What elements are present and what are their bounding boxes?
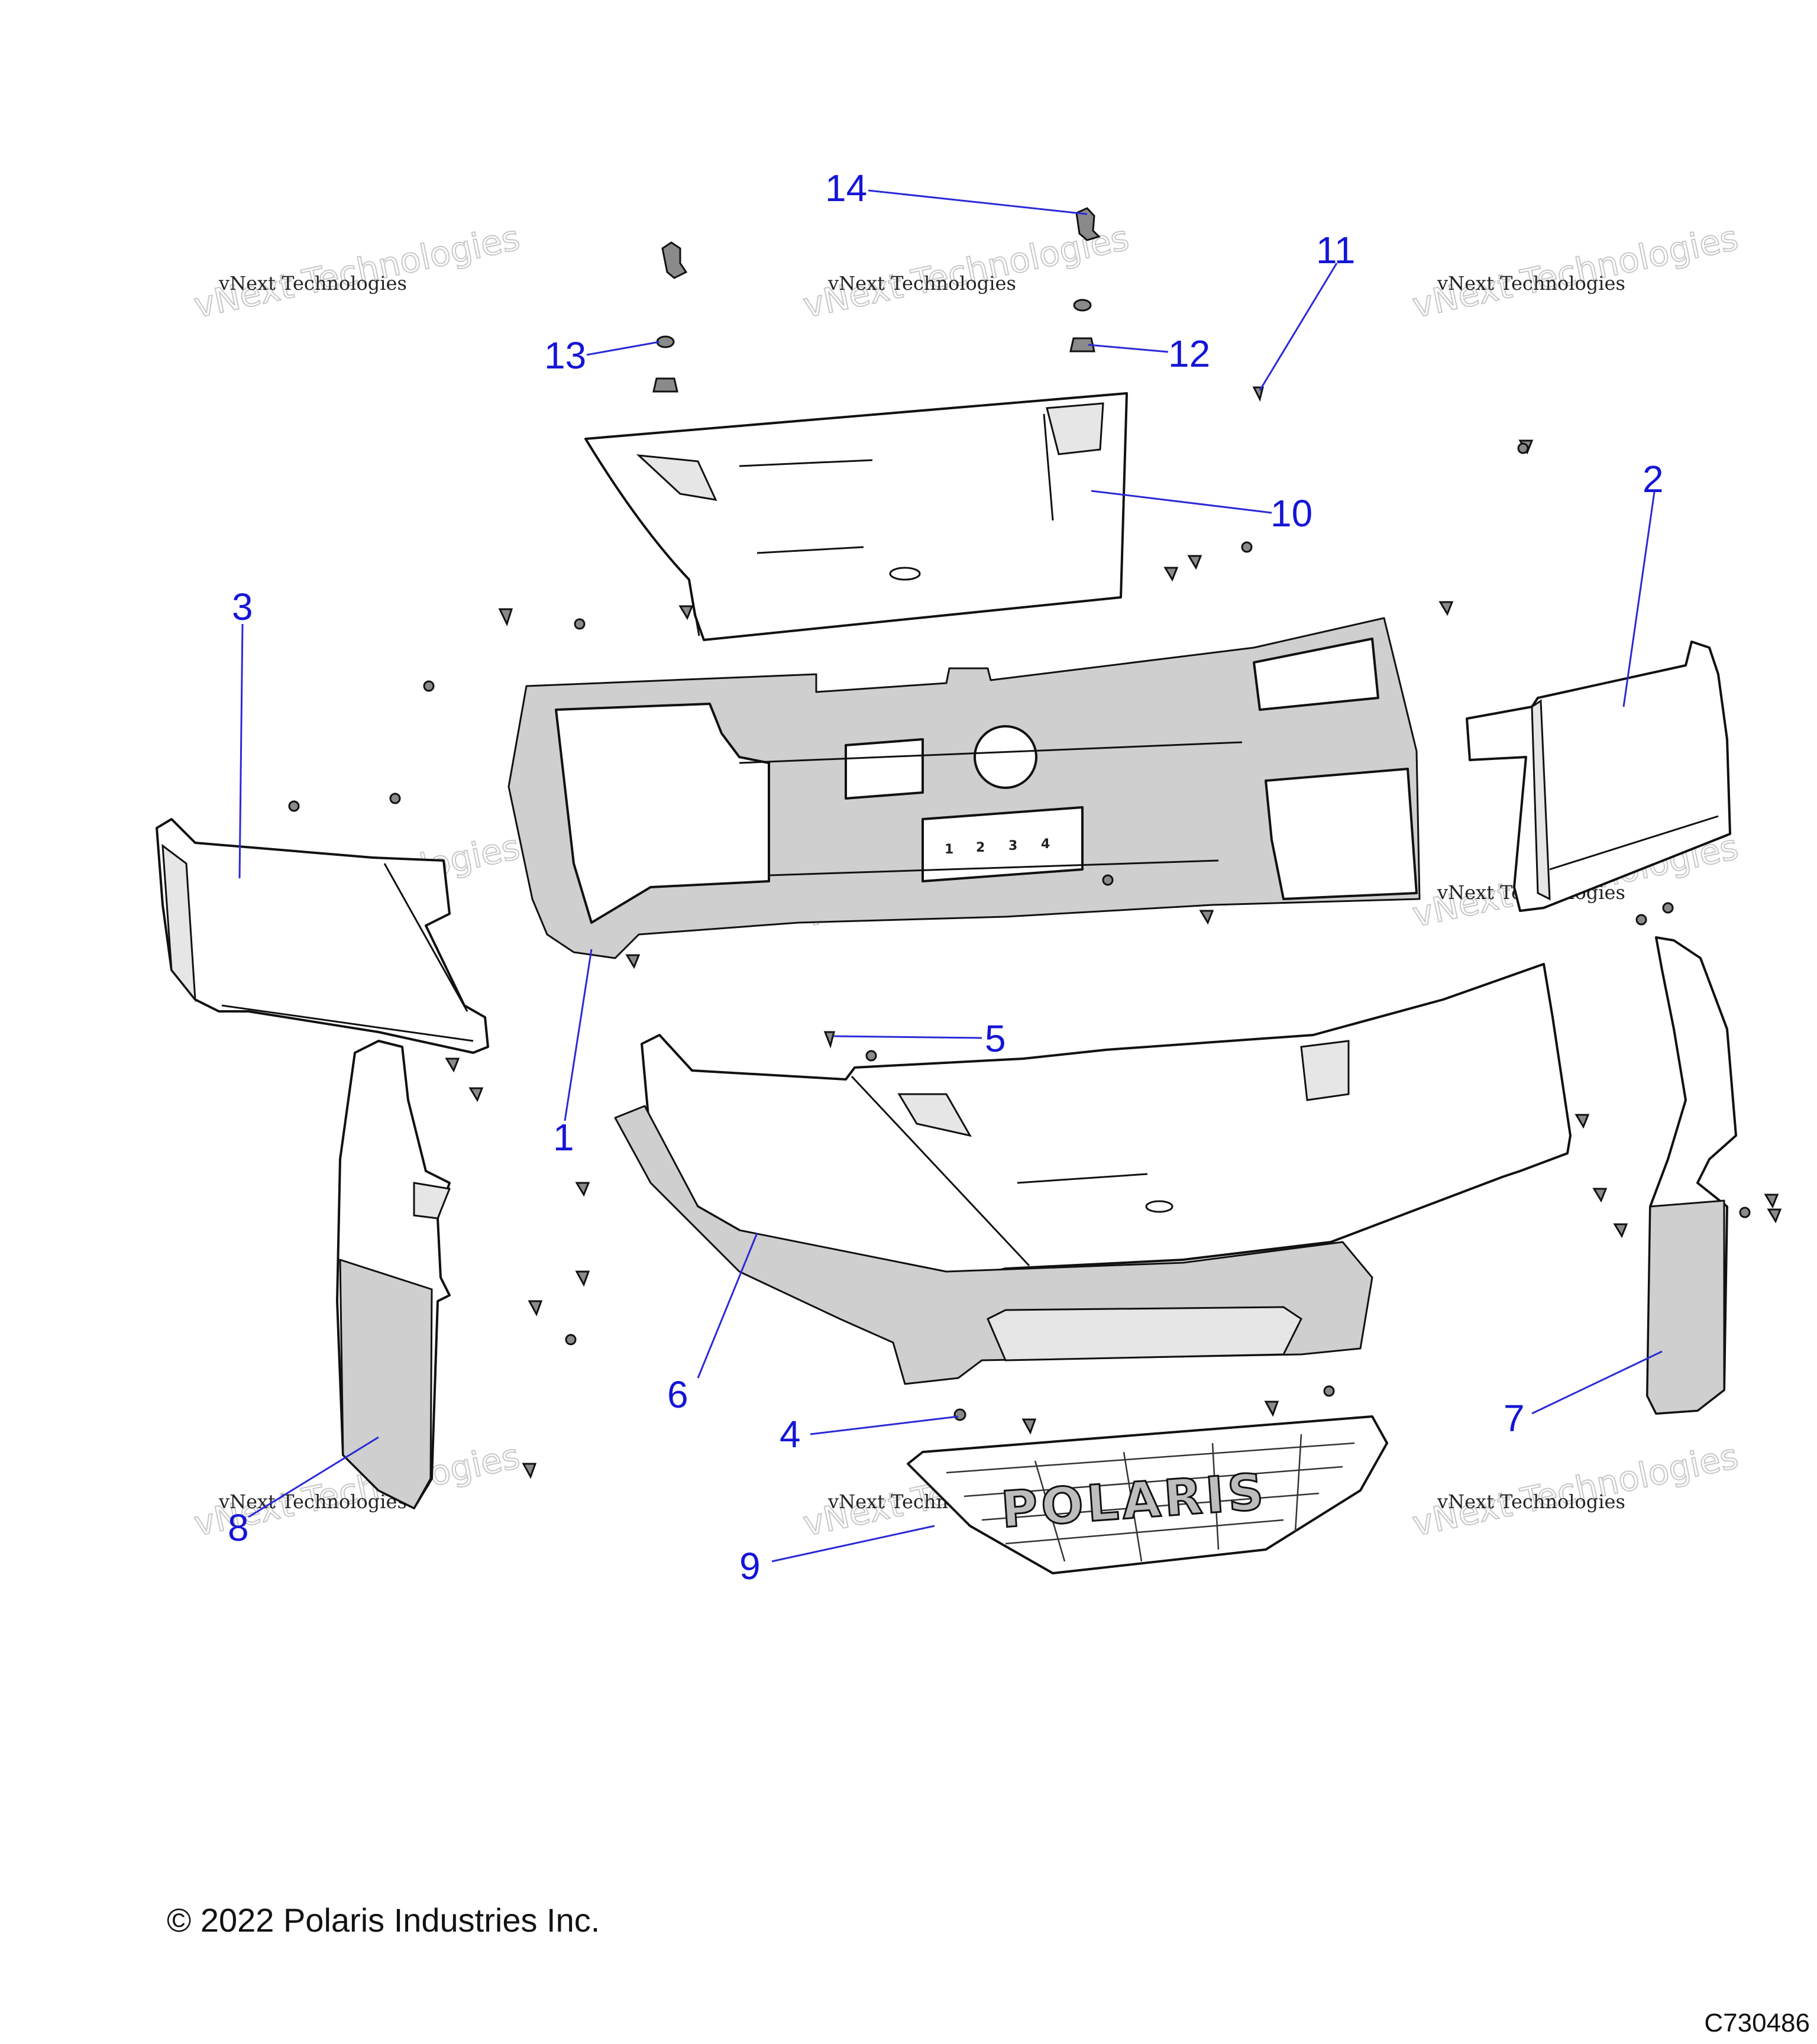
part-front-fascia	[614, 963, 1572, 1385]
fastener-misc-29	[1767, 1208, 1782, 1224]
figure-code: C730486	[1704, 2009, 1810, 2037]
fastener-misc-22	[565, 1334, 577, 1346]
watermark-text: vNext Technologies	[1437, 272, 1625, 295]
part-right-side-panel	[1466, 641, 1731, 912]
callout-13: 13	[544, 334, 586, 377]
marking-3: 3	[1008, 839, 1017, 853]
callout-1: 1	[553, 1116, 574, 1159]
watermark-text: vNext Technologies	[218, 1490, 407, 1513]
fastener-misc-2	[1517, 442, 1529, 454]
fastener-misc-13	[625, 954, 641, 969]
callout-9: 9	[739, 1545, 761, 1587]
leader-11	[1259, 263, 1338, 391]
leader-5	[833, 1035, 982, 1039]
fastener-misc-25	[1592, 1188, 1608, 1203]
marking-4: 4	[1041, 837, 1050, 852]
watermark-bottom-right: vNext Technologies vNext Technologies	[1408, 1435, 1742, 1545]
fastener-misc-3	[1241, 541, 1253, 553]
fastener-misc-12	[389, 793, 401, 804]
fastener-misc-8	[423, 680, 435, 692]
part-grille: POLARIS	[907, 1415, 1388, 1574]
leader-2	[1622, 491, 1656, 707]
fastener-misc-27	[1739, 1207, 1751, 1218]
fastener-4	[953, 1408, 966, 1421]
fastener-misc-16	[865, 1050, 877, 1062]
fastener-misc-7	[574, 618, 586, 630]
callout-7: 7	[1504, 1397, 1525, 1440]
callout-2: 2	[1643, 458, 1664, 500]
grille-mesh	[946, 1434, 1355, 1562]
fastener-misc-24	[1574, 1114, 1590, 1129]
leader-4	[810, 1415, 959, 1435]
watermark-text: vNext Technologies	[827, 272, 1016, 295]
fastener-misc-19	[575, 1182, 590, 1197]
callout-10: 10	[1270, 492, 1312, 535]
part-hood-panel	[584, 392, 1128, 641]
leader-7	[1531, 1350, 1663, 1415]
marking-1: 1	[945, 842, 953, 857]
callout-6: 6	[667, 1373, 688, 1416]
fastener-misc-5	[1163, 567, 1179, 582]
callout-labels: 1 2 3 4 5 6 7 8 9 10 11 12 13 14	[228, 167, 1664, 1587]
fastener-misc-10	[1438, 601, 1454, 616]
leader-3	[238, 623, 244, 879]
callout-11: 11	[1316, 229, 1355, 271]
fastener-misc-26	[1613, 1223, 1628, 1238]
leader-8	[248, 1436, 379, 1518]
fastener-misc-28	[1764, 1194, 1779, 1209]
fastener-misc-33	[1264, 1401, 1279, 1417]
fastener-misc-21	[528, 1300, 543, 1317]
fastener-14b	[1075, 207, 1101, 241]
leader-14	[868, 189, 1088, 215]
watermark-top-left: vNext Technologies vNext Technologies	[190, 217, 523, 326]
fastener-misc-6	[498, 608, 513, 627]
copyright-notice: © 2022 Polaris Industries Inc.	[167, 1901, 600, 1939]
part-front-bulkhead: 1 2 3 4	[507, 617, 1421, 959]
callout-4: 4	[780, 1413, 801, 1456]
fastener-misc-11	[288, 800, 300, 812]
leader-9	[771, 1525, 935, 1563]
callout-5: 5	[985, 1017, 1006, 1060]
fastener-misc-23	[522, 1463, 537, 1479]
fastener-misc-4	[1187, 555, 1202, 570]
fastener-5	[823, 1031, 835, 1049]
callout-12: 12	[1168, 332, 1210, 375]
fastener-misc-31	[1662, 902, 1674, 914]
fastener-misc-34	[1323, 1385, 1335, 1397]
fastener-misc-18	[468, 1087, 484, 1102]
marking-2: 2	[976, 840, 985, 855]
tab-markings: 1 2 3 4	[945, 837, 1050, 857]
fastener-misc-20	[575, 1270, 590, 1287]
fastener-14a	[661, 241, 688, 279]
callout-14: 14	[825, 167, 867, 209]
leader-13	[586, 341, 660, 356]
watermark-text: vNext Technologies	[1437, 1490, 1625, 1513]
fastener-misc-17	[445, 1057, 460, 1073]
leader-6	[697, 1233, 758, 1379]
fastener-misc-14	[1102, 874, 1114, 886]
callout-3: 3	[232, 586, 253, 628]
watermark-top-right: vNext Technologies vNext Technologies	[1408, 217, 1742, 326]
fastener-12a	[1073, 299, 1092, 312]
leader-12	[1088, 344, 1169, 353]
part-left-fender	[336, 1040, 451, 1509]
fastener-misc-32	[1021, 1418, 1037, 1435]
leader-1	[564, 949, 593, 1121]
fastener-13b	[652, 377, 678, 393]
part-right-fender	[1646, 936, 1737, 1415]
fastener-12	[1069, 337, 1095, 352]
callout-8: 8	[228, 1506, 249, 1549]
leader-10	[1091, 490, 1272, 514]
fastener-misc-30	[1635, 914, 1647, 926]
fastener-misc-9	[678, 605, 694, 620]
watermark-text: vNext Technologies	[218, 272, 407, 295]
leader-lines	[238, 189, 1663, 1563]
fastener-13	[656, 335, 675, 348]
fastener-misc-15	[1199, 910, 1214, 925]
fasteners	[288, 207, 1782, 1479]
